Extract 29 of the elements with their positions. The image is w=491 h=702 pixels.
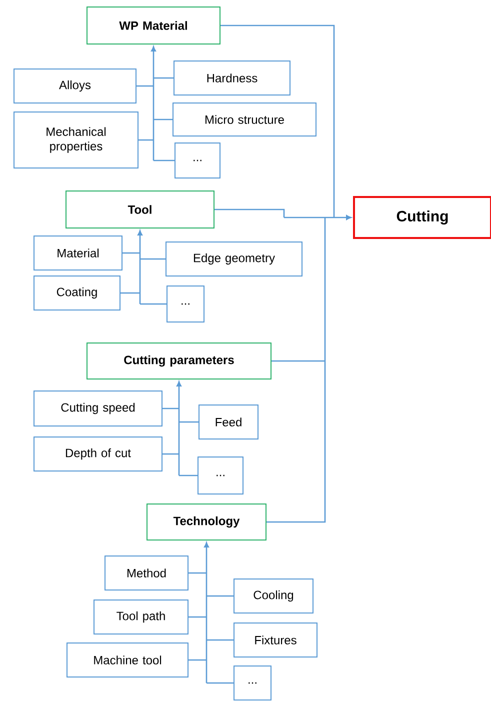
item-box: Hardness bbox=[174, 60, 290, 96]
arrow bbox=[188, 542, 234, 684]
arrow bbox=[136, 46, 176, 162]
item-box: Mechanical properties bbox=[14, 112, 138, 168]
item-box: Cooling bbox=[234, 578, 314, 614]
item-box: Feed bbox=[198, 404, 258, 440]
group-box: Cutting parameters bbox=[86, 342, 272, 380]
item-box: Depth of cut bbox=[34, 436, 162, 472]
item-box: Method bbox=[104, 556, 188, 590]
arrow bbox=[162, 381, 200, 476]
item-box: Machine tool bbox=[66, 642, 188, 678]
item-box: Micro structure bbox=[172, 102, 316, 136]
item-box: ... bbox=[234, 666, 272, 700]
target-box: Cutting bbox=[353, 196, 491, 239]
arrow bbox=[120, 230, 168, 305]
item-box: ... bbox=[174, 142, 220, 178]
item-box: Coating bbox=[34, 276, 120, 310]
item-box: Fixtures bbox=[234, 622, 318, 658]
item-box: Material bbox=[34, 236, 122, 270]
item-box: Tool path bbox=[94, 600, 188, 634]
arrow bbox=[214, 24, 352, 523]
group-box: WP Material bbox=[86, 6, 220, 44]
item-box: ... bbox=[166, 286, 204, 322]
item-box: Edge geometry bbox=[166, 242, 302, 276]
item-box: Cutting speed bbox=[34, 390, 162, 426]
group-box: Technology bbox=[146, 504, 266, 540]
item-box: ... bbox=[198, 456, 244, 494]
group-box: Tool bbox=[66, 190, 214, 228]
item-box: Alloys bbox=[14, 68, 136, 104]
